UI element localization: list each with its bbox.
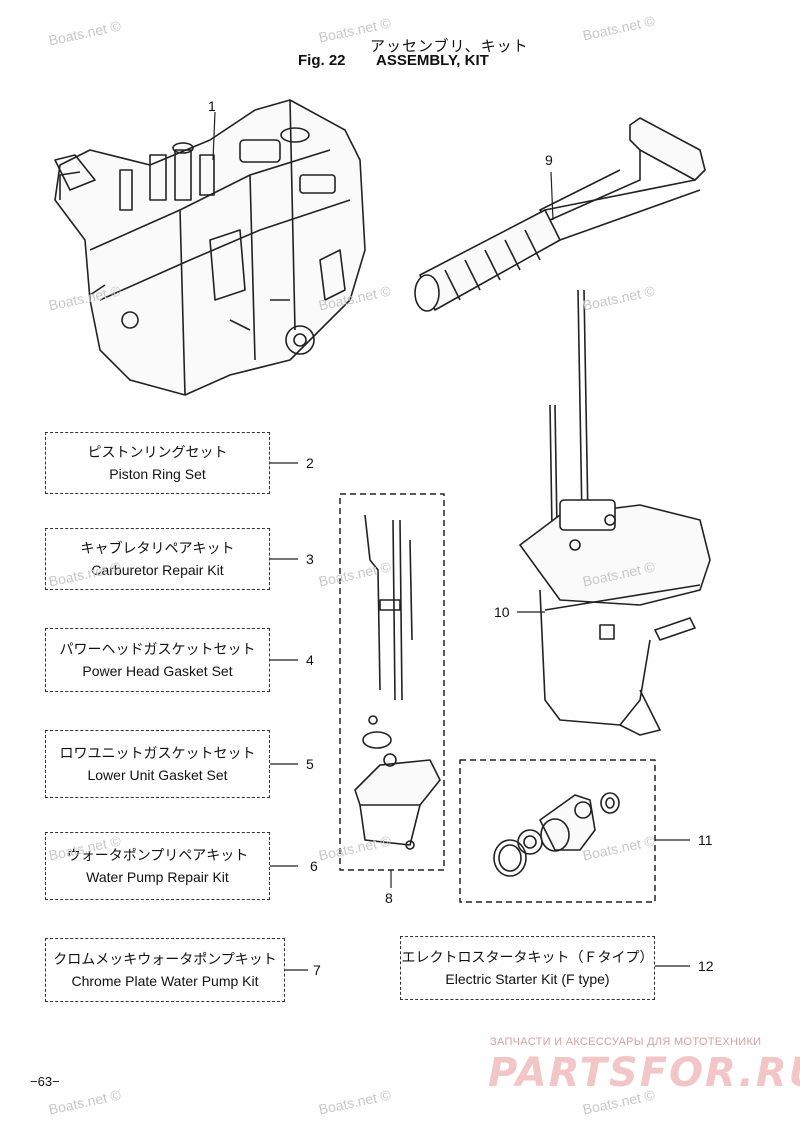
kit-label-en: Carburetor Repair Kit	[91, 562, 224, 578]
kit-label-jp: ロワユニットガスケットセット	[59, 745, 256, 761]
kit-label-jp: ピストンリングセット	[87, 444, 228, 460]
figure-number: Fig. 22	[298, 52, 346, 69]
callout-5: 5	[306, 756, 314, 772]
callout-8: 8	[385, 890, 393, 906]
lower-unit-drawing	[519, 289, 711, 736]
kit-box-chrome-plate-water-pump-kit: クロムメッキウォータポンプキット Chrome Plate Water Pump…	[45, 938, 285, 1002]
kit-label-jp: エレクトロスタータキット（Ｆタイプ）	[401, 949, 654, 965]
kit-label-en: Lower Unit Gasket Set	[87, 767, 228, 783]
kit-box-electric-starter-kit: エレクトロスタータキット（Ｆタイプ） Electric Starter Kit …	[400, 936, 655, 1000]
callout-11: 11	[698, 832, 713, 848]
callout-7: 7	[313, 962, 321, 978]
kit-box-power-head-gasket-set: パワーヘッドガスケットセット Power Head Gasket Set	[45, 628, 270, 692]
kit-box-carburetor-repair-kit: キャブレタリペアキット Carburetor Repair Kit	[45, 528, 270, 590]
kit-label-en: Piston Ring Set	[109, 466, 206, 482]
callout-6: 6	[310, 858, 318, 874]
kit-label-jp: キャブレタリペアキット	[80, 540, 235, 556]
page-number: −63−	[30, 1074, 60, 1089]
leader-lines	[212, 111, 690, 971]
kit-box-water-pump-repair-kit: ウォータポンプリペアキット Water Pump Repair Kit	[45, 832, 270, 900]
brand-logo: PARTSFOR.RU	[488, 1050, 800, 1096]
callout-1: 1	[208, 98, 216, 114]
powerhead-drawing	[54, 99, 366, 396]
kit-8-parts-drawing	[354, 514, 441, 850]
callout-12: 12	[698, 958, 714, 974]
callout-4: 4	[306, 652, 314, 668]
kit-label-en: Power Head Gasket Set	[82, 663, 233, 679]
callout-3: 3	[306, 551, 314, 567]
kit-box-piston-ring-set: ピストンリングセット Piston Ring Set	[45, 432, 270, 494]
callout-10: 10	[494, 604, 510, 620]
kit-label-jp: クロムメッキウォータポンプキット	[53, 951, 277, 967]
brand-tagline: ЗАПЧАСТИ И АКСЕССУАРЫ ДЛЯ МОТОТЕХНИКИ	[490, 1036, 762, 1048]
kit-box-lower-unit-gasket-set: ロワユニットガスケットセット Lower Unit Gasket Set	[45, 730, 270, 798]
kit-label-jp: ウォータポンプリペアキット	[66, 847, 249, 863]
tiller-handle-drawing	[414, 117, 706, 312]
title-japanese: アッセンブリ、キット	[370, 38, 529, 55]
callout-9: 9	[545, 152, 553, 168]
callout-2: 2	[306, 455, 314, 471]
kit-label-jp: パワーヘッドガスケットセット	[59, 641, 256, 657]
kit-11-parts-drawing	[493, 792, 620, 877]
figure-title: ASSEMBLY, KIT	[376, 52, 489, 69]
kit-label-en: Chrome Plate Water Pump Kit	[71, 973, 259, 989]
kit-label-en: Water Pump Repair Kit	[86, 869, 229, 885]
kit-label-en: Electric Starter Kit (F type)	[445, 971, 610, 987]
